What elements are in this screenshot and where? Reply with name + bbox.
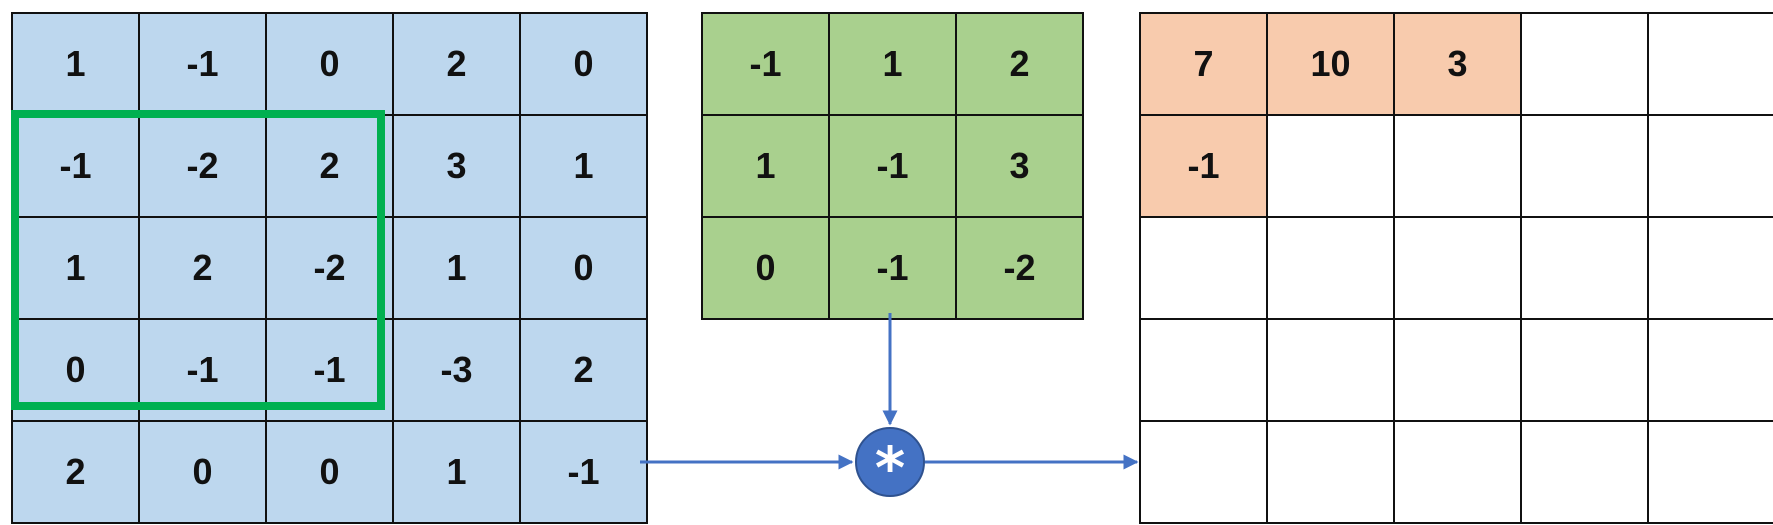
- convolution-operator-icon: *: [855, 427, 925, 497]
- output-matrix-row: [1139, 318, 1773, 422]
- output-matrix-row: -1: [1139, 114, 1773, 218]
- output-matrix-cell: [1520, 12, 1649, 116]
- input-matrix-cell: 1: [392, 216, 521, 320]
- kernel-matrix-cell: 1: [828, 12, 957, 116]
- input-matrix-cell: 0: [265, 12, 394, 116]
- input-matrix-cell: 1: [392, 420, 521, 524]
- output-matrix-cell: [1266, 318, 1395, 422]
- input-matrix-cell: 0: [519, 12, 648, 116]
- output-matrix-cell: [1647, 420, 1773, 524]
- output-matrix-cell: [1520, 114, 1649, 218]
- output-matrix-cell: [1647, 318, 1773, 422]
- output-matrix-cell: [1139, 318, 1268, 422]
- kernel-matrix-cell: -1: [828, 114, 957, 218]
- kernel-matrix-cell: -1: [828, 216, 957, 320]
- kernel-matrix-cell: 2: [955, 12, 1084, 116]
- input-matrix-cell: -1: [138, 12, 267, 116]
- output-matrix-cell: 3: [1393, 12, 1522, 116]
- input-matrix-cell: -2: [265, 216, 394, 320]
- output-matrix-cell: [1139, 216, 1268, 320]
- kernel-matrix-cell: 3: [955, 114, 1084, 218]
- input-matrix-cell: -1: [519, 420, 648, 524]
- output-matrix-cell: [1393, 216, 1522, 320]
- output-matrix-cell: [1520, 420, 1649, 524]
- input-matrix-cell: 0: [519, 216, 648, 320]
- input-matrix-cell: 1: [11, 216, 140, 320]
- output-matrix-cell: [1520, 216, 1649, 320]
- output-matrix-cell: [1647, 114, 1773, 218]
- output-matrix-cell: [1520, 318, 1649, 422]
- output-matrix-cell: [1393, 318, 1522, 422]
- output-matrix-cell: [1647, 12, 1773, 116]
- output-matrix-cell: -1: [1139, 114, 1268, 218]
- kernel-matrix-cell: 0: [701, 216, 830, 320]
- kernel-matrix-cell: -2: [955, 216, 1084, 320]
- output-matrix-cell: 10: [1266, 12, 1395, 116]
- input-matrix-cell: 0: [265, 420, 394, 524]
- input-matrix-cell: 2: [11, 420, 140, 524]
- output-matrix-row: [1139, 420, 1773, 524]
- input-matrix-cell: 0: [138, 420, 267, 524]
- input-matrix-cell: 1: [519, 114, 648, 218]
- output-matrix-cell: [1647, 216, 1773, 320]
- input-matrix-cell: -3: [392, 318, 521, 422]
- output-matrix-cell: [1266, 114, 1395, 218]
- input-matrix-cell: -2: [138, 114, 267, 218]
- output-matrix-cell: [1139, 420, 1268, 524]
- input-matrix-cell: 3: [392, 114, 521, 218]
- kernel-matrix-cell: 1: [701, 114, 830, 218]
- input-matrix-cell: 2: [138, 216, 267, 320]
- convolution-operator-symbol: *: [874, 434, 906, 502]
- output-matrix-cell: [1393, 114, 1522, 218]
- input-matrix-cell: 2: [392, 12, 521, 116]
- input-matrix-cell: 2: [519, 318, 648, 422]
- output-matrix-cell: 7: [1139, 12, 1268, 116]
- output-matrix-cell: [1266, 420, 1395, 524]
- output-matrix-cell: [1266, 216, 1395, 320]
- kernel-matrix-row: 0-1-2: [701, 216, 1084, 320]
- kernel-matrix-cell: -1: [701, 12, 830, 116]
- output-matrix-row: [1139, 216, 1773, 320]
- output-matrix-cell: [1393, 420, 1522, 524]
- input-matrix-cell: 1: [11, 12, 140, 116]
